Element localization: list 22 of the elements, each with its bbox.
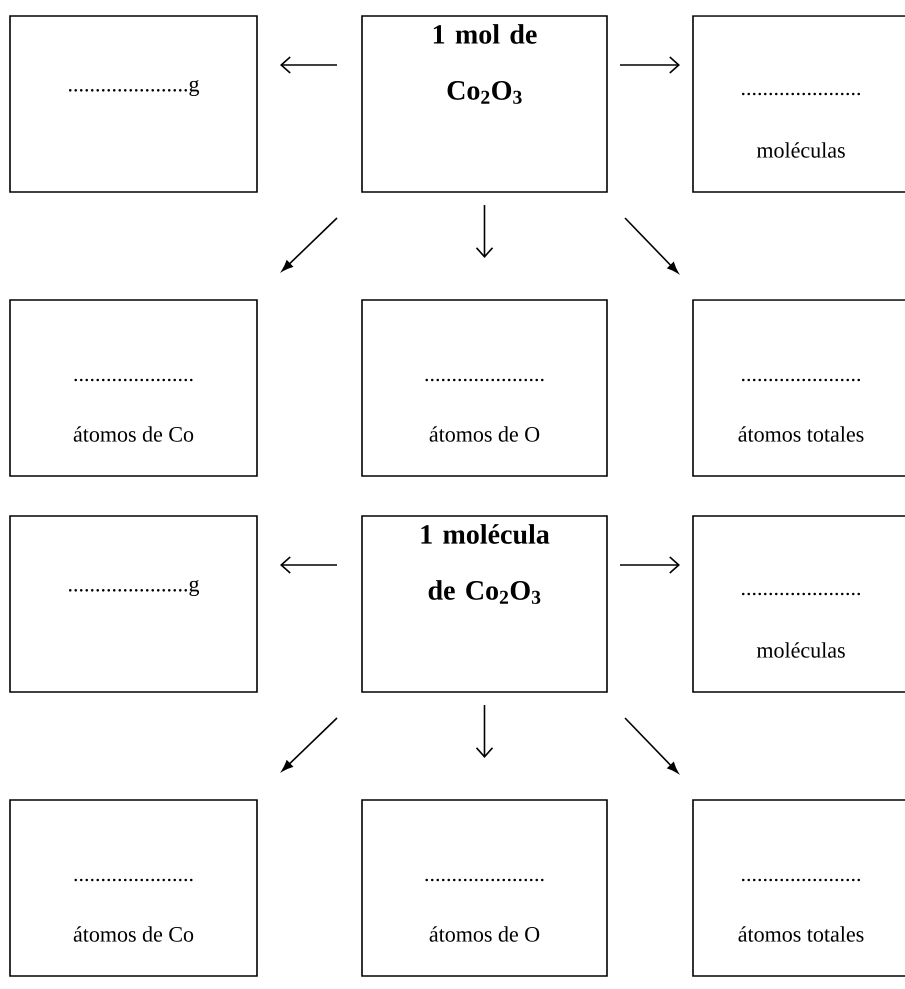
answer-box: ...................... moléculas: [692, 515, 905, 693]
answer-box: ...................... átomos totales: [692, 799, 905, 977]
arrow: [476, 705, 494, 758]
arrow: [282, 717, 338, 772]
title-box: 1 molécula de Co$_{2}$O$_{3}$: [361, 515, 608, 693]
arrow: [624, 717, 678, 774]
answer-box: ...................... moléculas: [692, 15, 905, 193]
answer-box: ......................g: [9, 515, 258, 693]
answer-box: ...................... átomos de Co: [9, 299, 258, 477]
answer-box: ......................g: [9, 15, 258, 193]
arrow: [282, 217, 338, 272]
answer-box: ...................... átomos totales: [692, 299, 905, 477]
title-box: 1 mol de Co$_{2}$O$_{3}$: [361, 15, 608, 193]
arrow: [280, 56, 337, 74]
arrow: [476, 205, 494, 258]
answer-box: ...................... átomos de O: [361, 299, 608, 477]
answer-box: ...................... átomos de Co: [9, 799, 258, 977]
arrow: [624, 217, 678, 274]
arrow: [620, 556, 680, 574]
arrow: [280, 556, 337, 574]
answer-box: ...................... átomos de O: [361, 799, 608, 977]
arrow: [620, 56, 680, 74]
